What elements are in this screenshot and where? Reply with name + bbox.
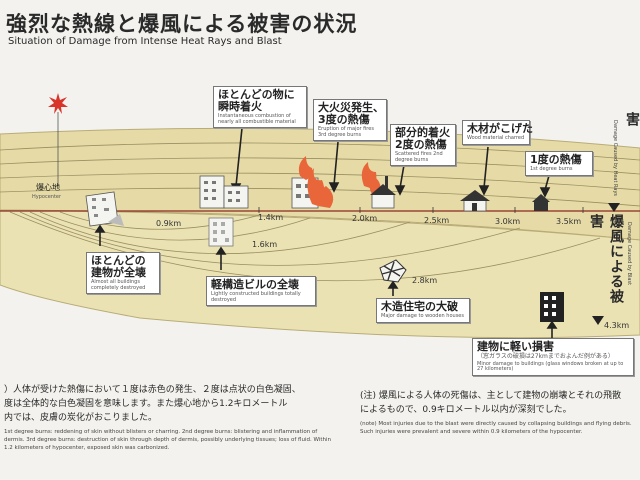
side-label-blast-en: Damage Caused by Blast — [626, 222, 632, 286]
side-label-blast: 爆風による被害 — [588, 214, 624, 304]
ruined-building-icon — [85, 191, 124, 227]
note-burns: ）人体が受けた熱傷において１度は赤色の発生、２度は点状の白色凝固、 度は全体的な… — [4, 385, 331, 452]
distance-label-4-3km: 4.3km — [604, 321, 630, 330]
label-wooden-houses-damaged: 木造住宅の大破 Major damage to wooden houses — [376, 298, 470, 323]
distance-label-3-0km: 3.0km — [495, 217, 521, 226]
label-buildings-destroyed: ほとんどの 建物が全壊 Almost all buildings complet… — [86, 252, 160, 295]
distance-ticks — [258, 207, 584, 213]
label-first-degree-burns: 1度の熱傷 1st degree burns — [525, 151, 593, 176]
building-on-fire-icon — [291, 156, 334, 209]
label-scattered-fires: 部分的着火 2度の熱傷 Scattered fires 2nd degree b… — [390, 124, 456, 167]
label-instant-combustion: ほとんどの物に 瞬時着火 Instantaneous combustion of… — [213, 86, 307, 129]
blast-band — [0, 209, 640, 339]
small-house-icon — [532, 194, 550, 211]
label-major-fires: 大火災発生、 3度の熱傷 Eruption of major fires 3rd… — [313, 99, 387, 142]
house-on-fire-icon — [361, 162, 396, 209]
collapsed-light-building-icon — [208, 217, 234, 247]
page-title: 強烈な熱線と爆風による被害の状況 — [6, 12, 358, 36]
hypocenter-label: 爆心地 — [36, 183, 60, 192]
side-arrows — [592, 203, 620, 325]
distance-label-1-6km: 1.6km — [252, 240, 278, 249]
distance-label-2-8km: 2.8km — [412, 276, 438, 285]
distance-label-0-9km: 0.9km — [156, 219, 182, 228]
page-subtitle: Situation of Damage from Intense Heat Ra… — [8, 36, 282, 47]
damaged-wooden-house-icon — [379, 259, 407, 283]
hypocenter-label-en: Hypocenter — [32, 194, 62, 200]
label-minor-damage: 建物に軽い損害 （窓ガラスの破損は27kmまでおよんだ例がある） Minor d… — [472, 338, 634, 376]
window-building-icon — [540, 292, 564, 322]
explosion-burst-icon — [48, 93, 68, 114]
distance-label-2-5km: 2.5km — [424, 216, 450, 225]
building-icon — [199, 175, 249, 209]
distance-label-3-5km: 3.5km — [556, 217, 582, 226]
side-label-heat: 熱線による被害 — [624, 112, 640, 127]
label-wood-charred: 木材がこげた Wood material charred — [462, 120, 533, 145]
side-label-heat-en: Damage Caused by Heat Rays — [612, 120, 618, 197]
note-blast-injuries: (注) 爆風による人体の死傷は、主として建物の崩壊とそれの飛散 によるもので、0… — [360, 391, 632, 436]
label-light-buildings-destroyed: 軽構造ビルの全壊 Lightly constructed buildings t… — [206, 276, 316, 307]
distance-label-1-4km: 1.4km — [258, 213, 284, 222]
distance-label-2-0km: 2.0km — [352, 214, 378, 223]
blast-pointer-lines — [94, 224, 558, 338]
house-icon — [460, 190, 490, 212]
